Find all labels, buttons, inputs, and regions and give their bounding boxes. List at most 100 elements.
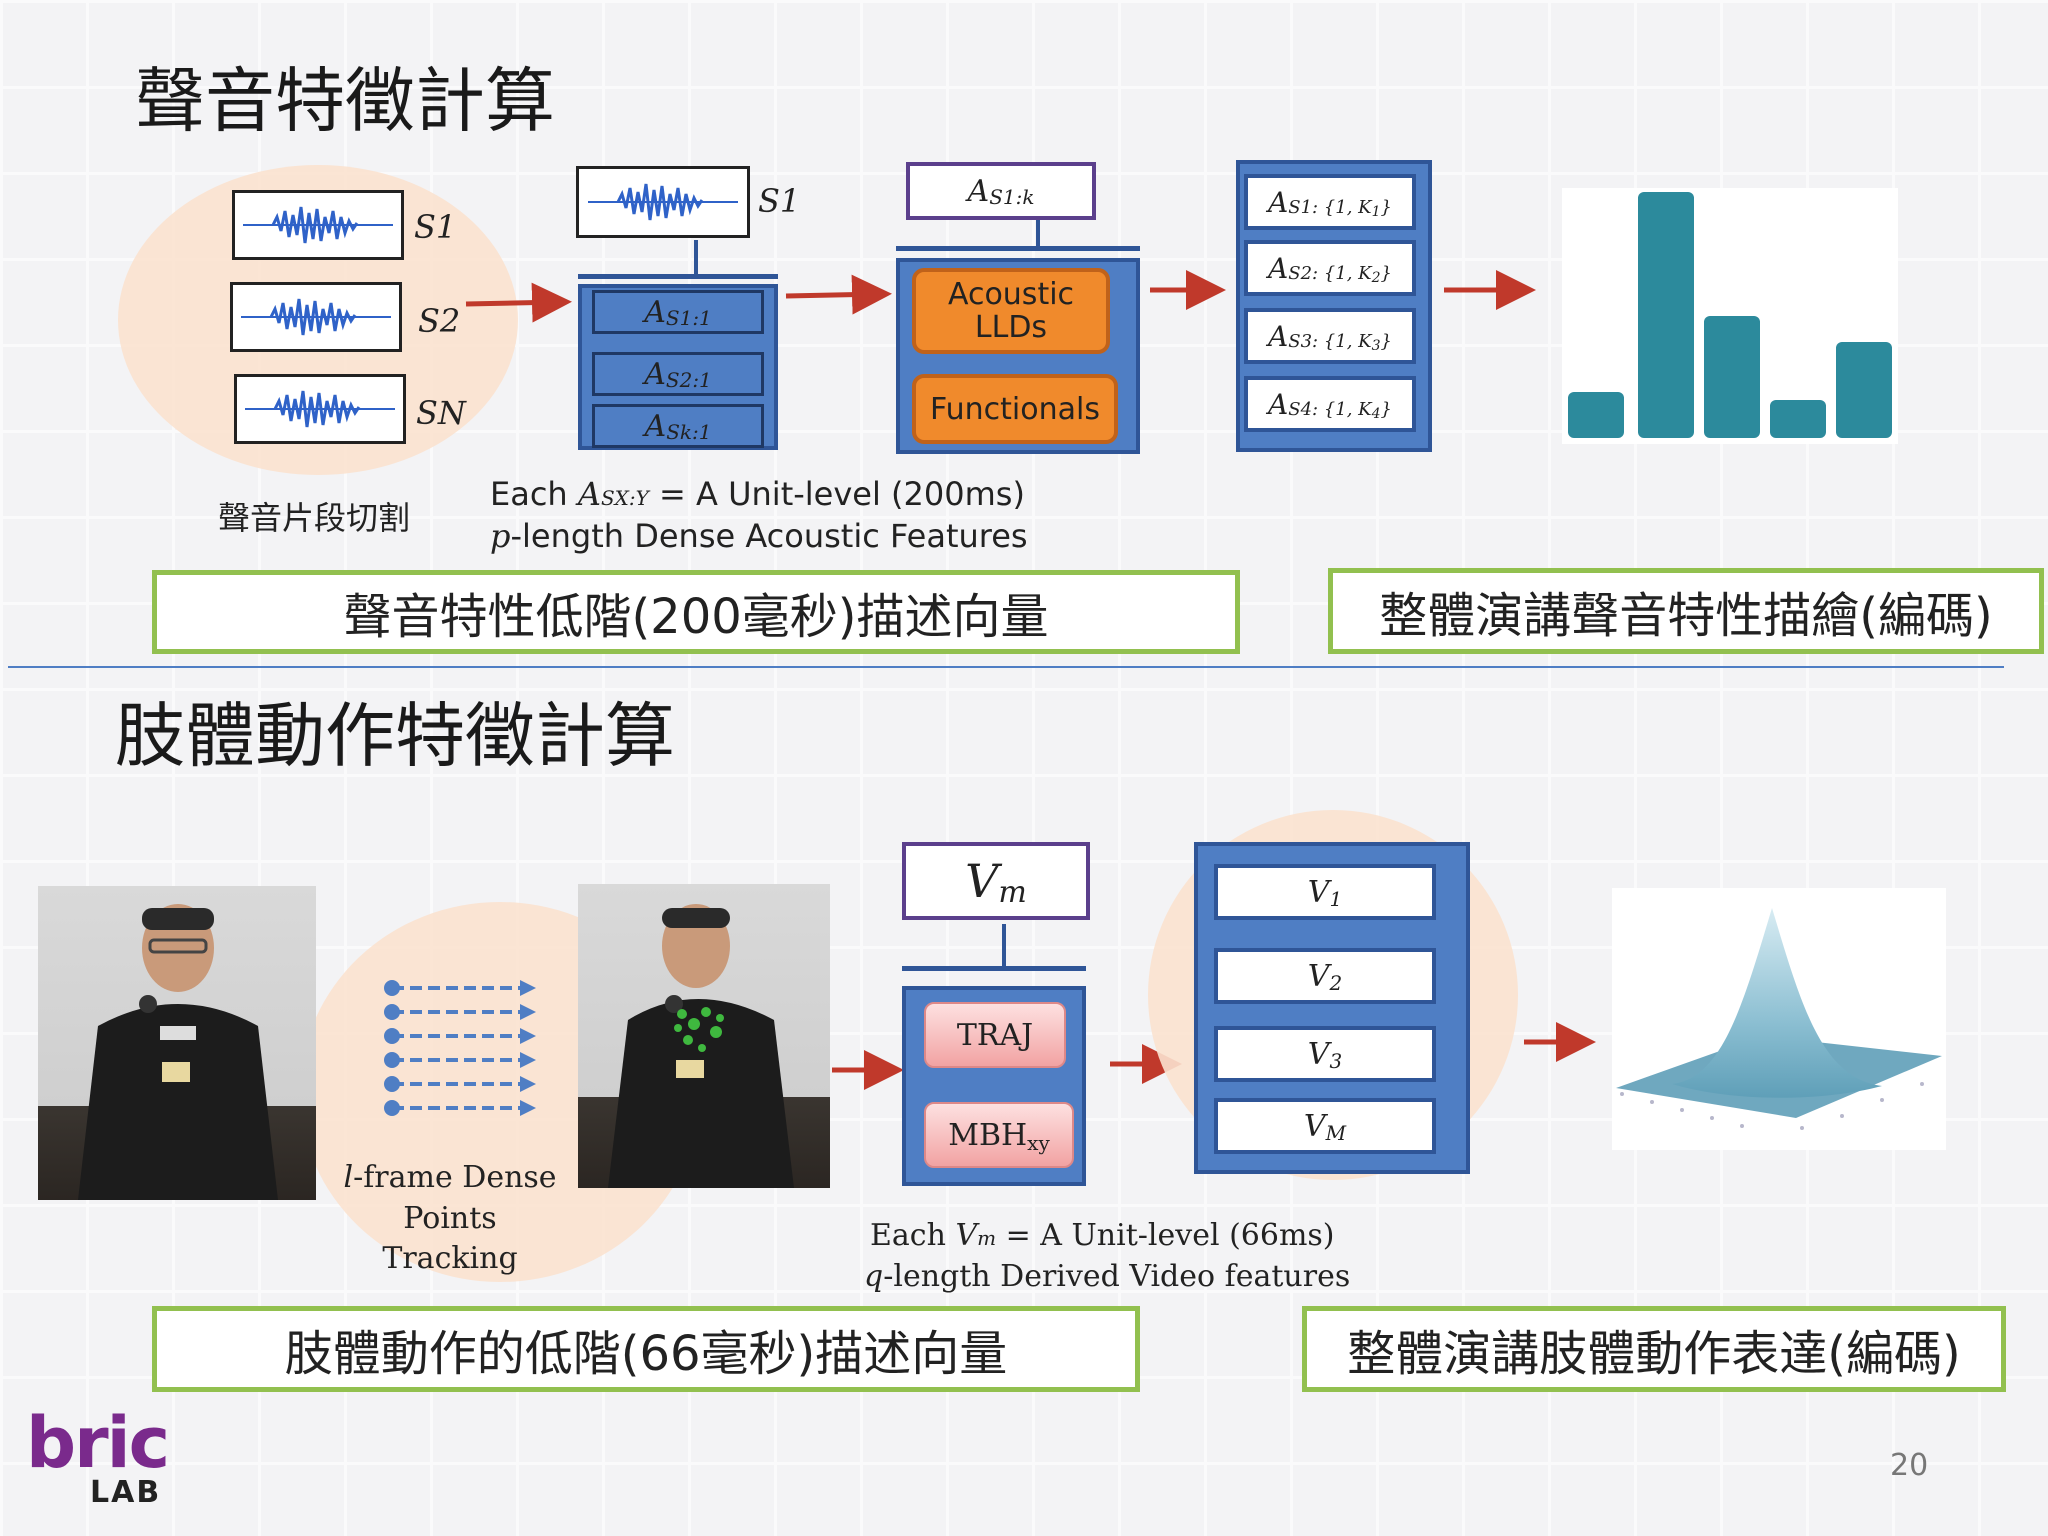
waveform-segment-2	[230, 282, 402, 352]
vector-k-index: 3	[1371, 338, 1381, 354]
waveform-icon	[243, 206, 393, 244]
acoustic-llds-block: Acoustic LLDs	[912, 268, 1110, 354]
vector-subscript: S3: {1, K	[1288, 330, 1372, 352]
video-vector-symbol: V	[1307, 1036, 1330, 1072]
audio-histogram	[1562, 188, 1898, 444]
video-encoding-box: 整體演講肢體動作表達(編碼)	[1302, 1306, 2006, 1392]
speaker-photo-tracked	[578, 884, 830, 1188]
audio-encoding-box: 整體演講聲音特性描繪(編碼)	[1328, 568, 2044, 654]
logo-text-bottom: LAB	[90, 1475, 162, 1510]
histogram-bar	[1836, 342, 1892, 438]
vector-symbol: A	[1268, 185, 1289, 219]
connector-bar	[578, 274, 778, 279]
logo-text-top: bric	[26, 1402, 170, 1484]
vector-k-index: 1	[1371, 204, 1381, 220]
vector-symbol: A	[1268, 319, 1289, 353]
vector-subscript: S1: {1, K	[1288, 196, 1372, 218]
vm-symbol: V	[965, 854, 999, 908]
speaker-figure-tracked	[608, 904, 794, 1188]
video-low-level-descriptor-box: 肢體動作的低階(66毫秒)描述向量	[152, 1306, 1140, 1392]
arrow-right	[465, 282, 572, 323]
histogram-bar	[1638, 192, 1694, 438]
unit-subscript: S1:1	[665, 306, 712, 330]
speaker-figure	[78, 904, 278, 1200]
vector-k-index: 2	[1371, 270, 1381, 286]
arrow-right	[785, 274, 892, 315]
segment-cut-caption: 聲音片段切割	[218, 499, 411, 537]
aggregate-symbol: A	[967, 173, 990, 209]
bric-lab-logo: bric LAB	[26, 1402, 170, 1510]
connector-bar-2	[896, 246, 1140, 251]
video-vector-subscript: 3	[1329, 1049, 1343, 1073]
video-vector-subscript: 1	[1329, 887, 1343, 911]
unit-subscript: Sk:1	[666, 420, 712, 444]
page-number: 20	[1890, 1448, 1929, 1483]
selected-segment-label: S1	[758, 182, 801, 220]
tracking-caption: l-frame Dense Points Tracking	[343, 1160, 557, 1276]
waveform-icon	[588, 183, 738, 221]
video-vector-symbol: V	[1307, 958, 1330, 994]
connector-stem	[694, 240, 698, 274]
video-unit-caption: Each Vm = A Unit-level (66ms) q-length D…	[864, 1218, 1351, 1294]
waveform-segment-1	[232, 190, 404, 260]
connector-stem-3	[1002, 924, 1006, 968]
section-divider	[8, 666, 2004, 668]
audio-unit-caption: Each ASX:Y = A Unit-level (200ms) p-leng…	[490, 475, 1028, 555]
functionals-block: Functionals	[912, 374, 1118, 444]
video-vector-symbol: V	[1303, 1108, 1326, 1144]
traj-block: TRAJ	[924, 1002, 1066, 1068]
video-section-title: 肢體動作特徵計算	[115, 695, 675, 777]
waveform-segment-n	[234, 374, 406, 444]
segment-label-2: S2	[418, 302, 461, 340]
mbh-label: MBH	[948, 1117, 1028, 1153]
histogram-bar	[1568, 392, 1624, 438]
vector-subscript: S2: {1, K	[1288, 262, 1372, 284]
waveform-selected-segment	[576, 166, 750, 238]
waveform-icon	[245, 390, 395, 428]
vector-symbol: A	[1268, 387, 1289, 421]
video-vector-subscript: 2	[1329, 971, 1343, 995]
waveform-icon	[241, 298, 391, 336]
aggregate-subscript: S1:k	[989, 185, 1035, 209]
histogram-bar	[1770, 400, 1826, 438]
unit-symbol: A	[644, 356, 666, 392]
segment-label-1: S1	[414, 208, 457, 246]
gaussian-surface-graphic	[1616, 908, 1942, 1130]
audio-low-level-descriptor-box: 聲音特性低階(200毫秒)描述向量	[152, 570, 1240, 654]
tracking-arrows-icon	[384, 980, 536, 1116]
video-vector-symbol: V	[1307, 874, 1330, 910]
histogram-graphic	[1568, 192, 1892, 438]
vector-k-index: 4	[1371, 406, 1381, 422]
mbh-subscript: xy	[1027, 1131, 1050, 1155]
video-gaussian-plot	[1612, 888, 1946, 1150]
video-vector-subscript: M	[1325, 1121, 1347, 1145]
histogram-bar	[1704, 316, 1760, 438]
unit-symbol: A	[644, 294, 666, 330]
unit-subscript: S2:1	[665, 368, 712, 392]
vector-symbol: A	[1268, 251, 1289, 285]
unit-symbol: A	[644, 408, 667, 444]
speaker-photo-original	[38, 886, 316, 1200]
connector-bar-3	[902, 966, 1086, 971]
dense-tracking-icon	[380, 976, 540, 1140]
vector-subscript: S4: {1, K	[1288, 398, 1372, 420]
audio-section-title: 聲音特徵計算	[135, 60, 555, 142]
connector-stem-2	[1036, 220, 1040, 248]
segment-label-n: SN	[416, 394, 466, 432]
vm-subscript: m	[998, 874, 1027, 910]
